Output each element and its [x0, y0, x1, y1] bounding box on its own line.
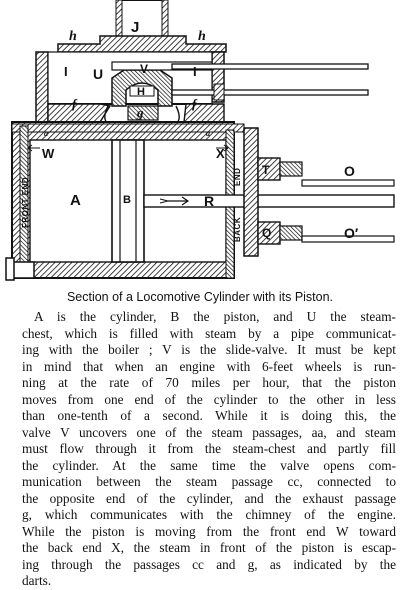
text-line: valve V uncovers one of the steam passag… — [22, 424, 396, 440]
text-line: moves from one end of the cylinder to th… — [22, 391, 396, 407]
text-line: ing with the boiler ; V is the slide-val… — [22, 342, 396, 357]
exhaust-pipe — [115, 0, 169, 39]
label-W: W — [42, 146, 55, 161]
text-line: the cylinder. At the same time the valve… — [22, 457, 396, 473]
label-front-end: FRONT END — [21, 177, 30, 228]
label-R: R — [204, 193, 214, 209]
label-h-right: h — [198, 29, 206, 44]
label-back: BACK — [233, 217, 242, 242]
label-end: END — [233, 168, 242, 186]
text-line: the back end X, the steam in front of th… — [22, 540, 396, 555]
label-a-left: a — [44, 129, 48, 138]
label-B: B — [123, 194, 131, 206]
valve-seat — [47, 103, 225, 127]
label-f-right: f — [192, 96, 198, 111]
body-paragraph: A is the cylinder, B the piston, and U t… — [22, 309, 396, 590]
label-T: T — [262, 163, 270, 177]
cylinder-diagram: J h h I I U V H f f g a a W X A B R T O … — [5, 0, 395, 281]
label-A: A — [70, 192, 81, 209]
text-line: ning at the rate of 70 miles per hour, t… — [22, 375, 396, 390]
text-line: munication between the steam passage cc,… — [22, 474, 396, 489]
label-f-left: f — [72, 96, 78, 111]
text-line: chest, which is filled with steam by a p… — [22, 325, 396, 341]
back-fittings — [243, 127, 395, 257]
label-O-prime: O′ — [344, 225, 359, 241]
label-Q: Q — [262, 226, 271, 240]
label-g: g — [136, 105, 144, 120]
label-J: J — [131, 19, 139, 36]
label-H: H — [137, 86, 145, 98]
text-line: the opposite end of the cylinder, and th… — [22, 490, 396, 506]
text-line: ing through the passages cc and g, as in… — [22, 556, 396, 572]
label-V: V — [140, 62, 148, 76]
text-line: A is the cylinder, B the piston, and U t… — [34, 309, 396, 324]
label-a-right: a — [206, 129, 210, 138]
figure-caption: Section of a Locomotive Cylinder with it… — [66, 290, 334, 304]
label-h-left: h — [69, 29, 77, 44]
piston-rod — [143, 194, 395, 208]
label-X: X — [216, 146, 225, 161]
text-line: must flow through it from the steam-ches… — [22, 441, 396, 456]
text-line: darts. — [22, 573, 52, 588]
text-line: While the piston is moving from the fron… — [22, 523, 396, 539]
text-line: in mind that when an engine with 6-feet … — [22, 358, 396, 374]
label-O: O — [344, 163, 355, 179]
valve-rod — [171, 63, 369, 101]
piston — [111, 139, 145, 263]
slide-valve — [111, 61, 213, 107]
label-I-right: I — [193, 64, 197, 79]
text-line: than one-tenth of a second. While it is … — [22, 408, 396, 423]
steam-flow-arrows — [27, 144, 229, 152]
text-line: g, which communicates with the chimney o… — [22, 507, 396, 522]
label-U: U — [93, 66, 103, 82]
label-I-left: I — [64, 64, 68, 79]
page: J h h I I U V H f f g a a W X A B R T O … — [5, 0, 396, 588]
